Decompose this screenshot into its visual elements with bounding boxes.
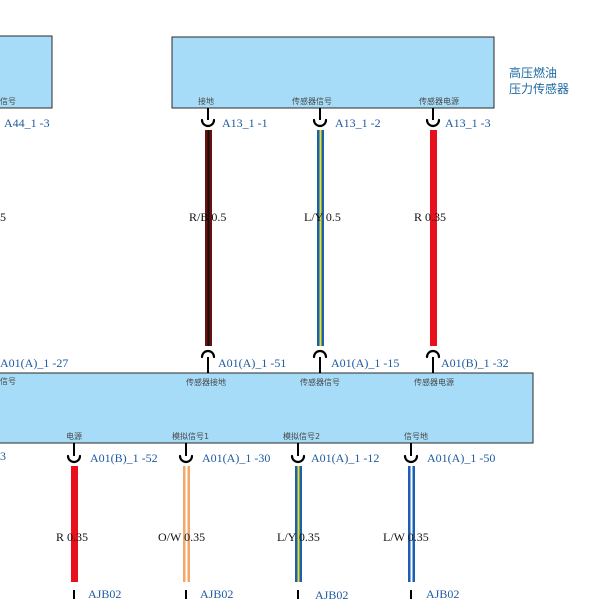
wire-label-r: R 0.35 [414, 210, 446, 224]
ecu-pin-label-power: 电源 [66, 431, 82, 441]
pin-connector-icon [290, 454, 306, 464]
pin-connector-icon [425, 118, 441, 128]
sensor-pin-label-ground: 接地 [198, 96, 214, 106]
wire-label-lw: L/W 0.35 [383, 530, 429, 544]
wire-label-ly-lower: L/Y 0.35 [277, 530, 320, 544]
wire-label-rb: R/B 0.5 [189, 210, 226, 224]
sensor-connector-label-1: A13_1 -1 [222, 116, 268, 130]
ecu-pin-label-analog1: 模拟信号1 [172, 431, 209, 441]
sensor-pin-label-power: 传感器电源 [419, 96, 459, 106]
wire-stripe [432, 130, 435, 346]
pin-connector-icon [403, 454, 419, 464]
left-partial-connector-label: A44_1 -3 [4, 116, 50, 130]
pin-connector-icon [178, 454, 194, 464]
pin-connector-icon [312, 118, 328, 128]
ecu-connector-label-30: A01(A)_1 -30 [202, 451, 270, 465]
ecu-connector-label-12: A01(A)_1 -12 [311, 451, 379, 465]
wire-power[interactable]: 电源 A01(B)_1 -52 R 0.35 AJB02 [56, 431, 158, 599]
wire-label-ow: O/W 0.35 [158, 530, 205, 544]
ecu-pin-label-sensor-ground: 传感器接地 [186, 377, 226, 387]
sensor-name-line1: 高压燃油 [509, 65, 557, 80]
pin-connector-icon [425, 349, 441, 359]
dest-ajb02-label: AJB02 [426, 587, 459, 599]
pin-connector-icon [200, 349, 216, 359]
ecu-connector-label-50: A01(A)_1 -50 [427, 451, 495, 465]
sensor-connector-label-2: A13_1 -2 [335, 116, 381, 130]
wire-ground[interactable]: 接地 A13_1 -1 R/B 0.5 A01(A)_1 -51 传感器接地 [186, 96, 286, 387]
wire-stripe [73, 466, 76, 582]
pin-connector-icon [66, 454, 82, 464]
wire-analog-signal-2[interactable]: 模拟信号2 A01(A)_1 -12 L/Y 0.35 AJB02 [277, 431, 379, 599]
left-lower-edge-char: 3 [0, 449, 6, 463]
wire-label-ly: L/Y 0.5 [304, 210, 341, 224]
wire-stripe [185, 466, 188, 582]
dest-ajb02-label: AJB02 [315, 588, 348, 599]
wire-label-r-lower: R 0.35 [56, 530, 88, 544]
ecu-component-box [0, 372, 534, 444]
left-partial-component [0, 35, 53, 109]
ecu-pin-label-signal-ground: 信号地 [404, 431, 428, 441]
ecu-connector-label-52: A01(B)_1 -52 [90, 451, 158, 465]
wire-sensor-power[interactable]: 传感器电源 A13_1 -3 R 0.35 A01(B)_1 -32 传感器电源 [414, 96, 509, 387]
sensor-name-line2: 压力传感器 [509, 81, 569, 96]
ecu-pin-label-sensor-power: 传感器电源 [414, 377, 454, 387]
left-lower-pin-label: 信号 [0, 376, 16, 386]
pin-connector-icon [312, 349, 328, 359]
wire-analog-signal-1[interactable]: 模拟信号1 A01(A)_1 -30 O/W 0.35 AJB02 [158, 431, 270, 599]
sensor-pin-label-signal: 传感器信号 [292, 96, 332, 106]
wire-stripe [297, 466, 300, 582]
dest-ajb02-label: AJB02 [200, 587, 233, 599]
wire-stripe [319, 130, 322, 346]
left-partial-wire-label: 5 [0, 210, 6, 224]
ecu-connector-label-32: A01(B)_1 -32 [441, 356, 509, 370]
wire-stripe [207, 130, 210, 346]
left-partial-pin-label: 信号 [0, 96, 16, 106]
ecu-connector-label-51: A01(A)_1 -51 [218, 356, 286, 370]
sensor-connector-label-3: A13_1 -3 [445, 116, 491, 130]
dest-ajb02-label: AJB02 [88, 587, 121, 599]
ecu-connector-label-15: A01(A)_1 -15 [331, 356, 399, 370]
pin-connector-icon [200, 118, 216, 128]
wire-sensor-signal[interactable]: 传感器信号 A13_1 -2 L/Y 0.5 A01(A)_1 -15 传感器信… [292, 96, 399, 387]
wire-stripe [410, 466, 413, 582]
ecu-pin-label-analog2: 模拟信号2 [283, 431, 320, 441]
left-lower-connector-label: A01(A)_1 -27 [0, 356, 68, 370]
ecu-pin-label-sensor-signal: 传感器信号 [300, 377, 340, 387]
sensor-component-box [171, 36, 495, 109]
wire-signal-ground[interactable]: 信号地 A01(A)_1 -50 L/W 0.35 AJB02 [383, 431, 495, 599]
